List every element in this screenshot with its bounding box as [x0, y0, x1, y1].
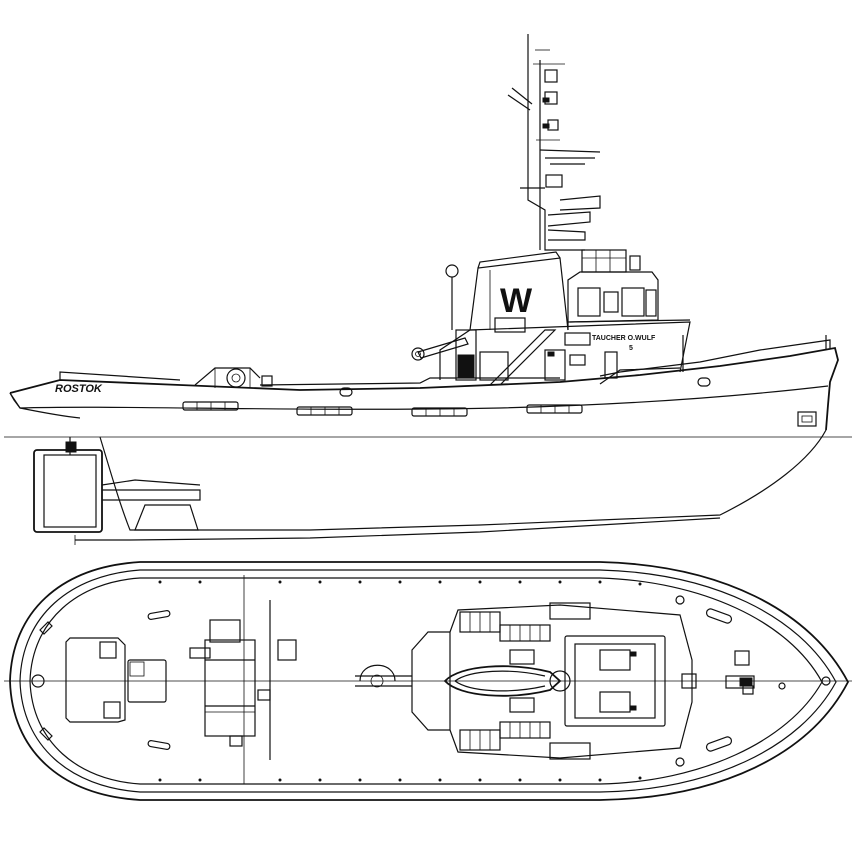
hull-underwater: [99, 429, 827, 531]
winch-plan: [189, 600, 297, 760]
hull-sheer-line: [9, 385, 829, 410]
deck-crane: [411, 329, 509, 381]
deckhouse-plan: [411, 602, 693, 760]
funnel: W: [445, 251, 569, 333]
deckhouse: [439, 321, 691, 386]
wheelhouse: TAUCHER O.WULF 5: [567, 249, 691, 352]
plan-hull-inner: [19, 569, 837, 793]
tow-staple: [355, 664, 412, 688]
mast: [507, 34, 601, 251]
stern-name-label: ROSTOK: [55, 383, 103, 395]
funnel-logo: W: [500, 282, 533, 320]
bridge-number-label: 5: [629, 345, 633, 352]
stanchion-dots: [158, 580, 642, 782]
bow-mark: [797, 411, 817, 427]
side-elevation: ROSTOK: [4, 34, 852, 545]
aft-hatch: [31, 621, 167, 741]
foredeck-equipment: [681, 650, 755, 695]
hull-upper: [9, 346, 839, 431]
plan-hull-outer: [9, 561, 850, 801]
plan-view: [4, 561, 852, 801]
cleats: [147, 595, 831, 767]
hull-portholes: [182, 377, 711, 417]
stern-nozzle: [33, 437, 201, 533]
hull-rubbing-strake: [19, 407, 81, 419]
bridge-name-label: TAUCHER O.WULF: [592, 335, 656, 342]
hull-stern-line: [9, 392, 21, 409]
towing-winch: [194, 367, 273, 388]
